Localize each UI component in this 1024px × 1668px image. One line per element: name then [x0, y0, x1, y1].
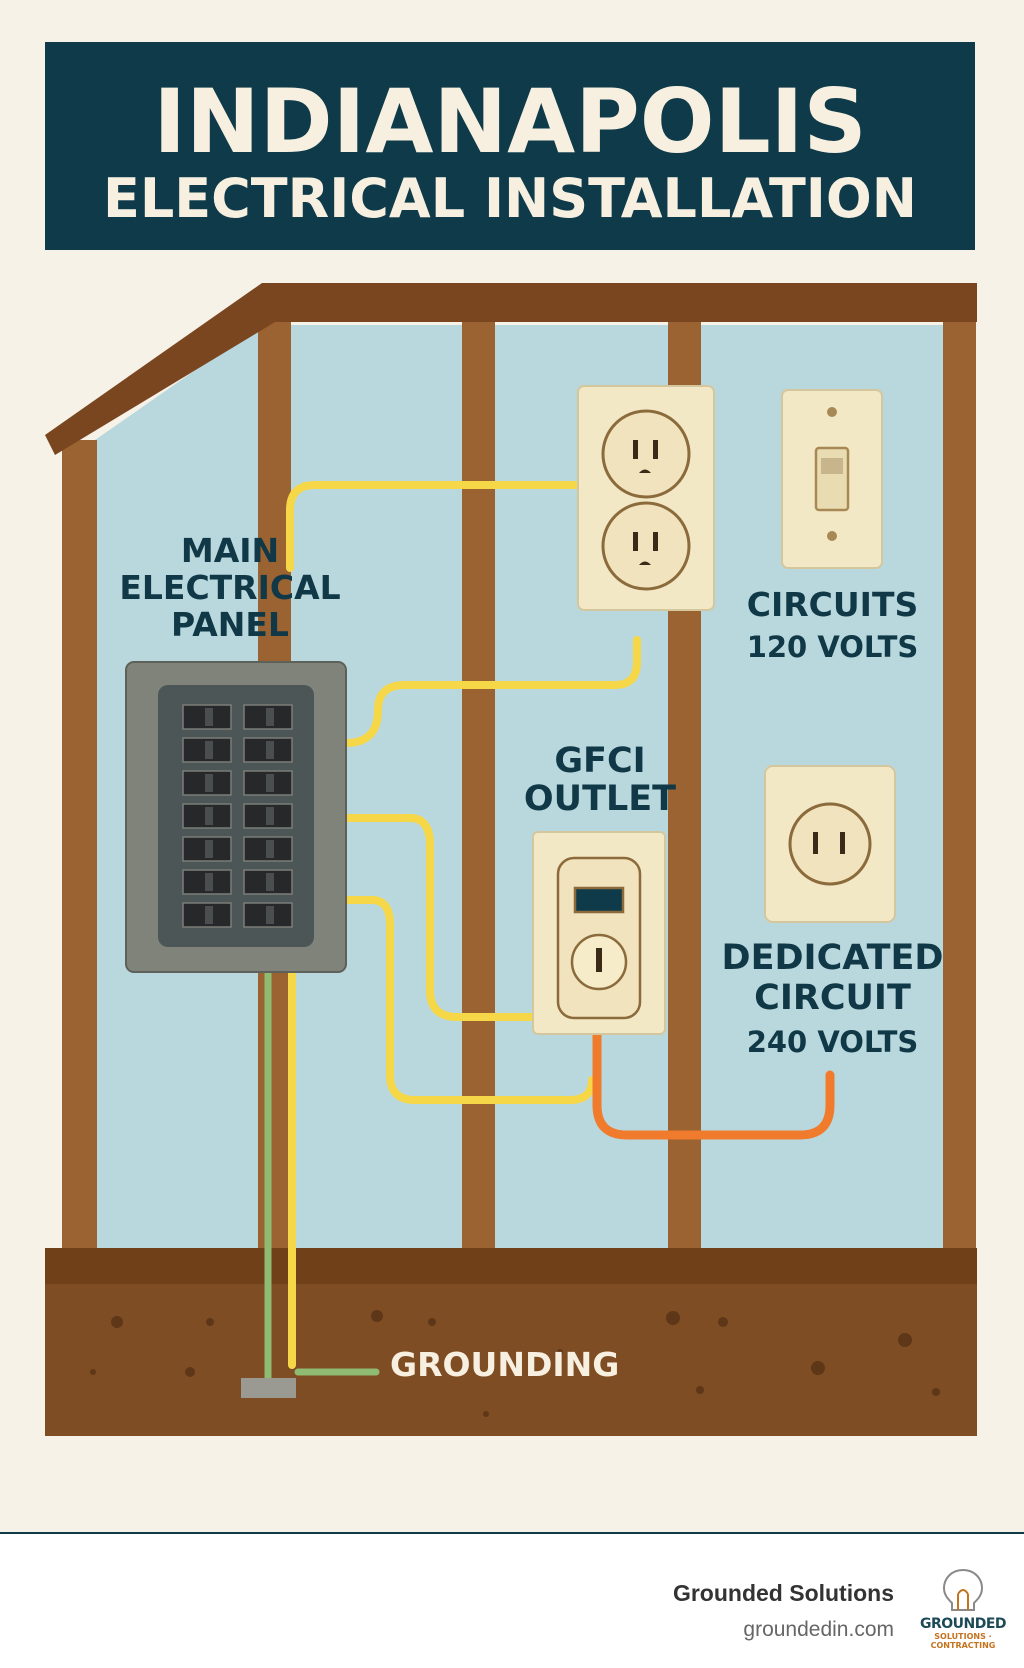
lightbulb-icon — [942, 1568, 984, 1611]
soil — [45, 1284, 977, 1436]
floor-plate — [45, 1248, 977, 1284]
panel-label-line1: MAIN — [180, 531, 280, 570]
gfci-label: GFCI OUTLET — [500, 742, 700, 818]
circuits-label: CIRCUITS 120 VOLTS — [730, 585, 935, 669]
gfci-outlet — [532, 831, 666, 1035]
dedicated-label-line1: DEDICATED — [721, 938, 944, 978]
stud-right — [943, 318, 976, 1250]
house-wiring-diagram — [45, 283, 977, 1436]
wall-background — [95, 325, 975, 1250]
footer: Grounded Solutions groundedin.com GROUND… — [0, 1532, 1024, 1668]
light-switch — [781, 389, 883, 569]
dedicated-label-line2: CIRCUIT — [754, 978, 911, 1018]
title-subtitle: ELECTRICAL INSTALLATION — [102, 167, 917, 230]
stud-left-outer — [62, 440, 97, 1250]
logo-subtitle: SOLUTIONS · CONTRACTING — [930, 1632, 996, 1650]
main-panel — [125, 661, 347, 973]
gfci-label-line1: GFCI — [554, 741, 646, 781]
gfci-label-line2: OUTLET — [523, 779, 677, 819]
duplex-outlet — [577, 385, 715, 611]
dedicated-label-volts: 240 VOLTS — [746, 1025, 919, 1059]
stud-2 — [462, 318, 495, 1250]
brand-name: Grounded Solutions — [672, 1580, 894, 1606]
wire-panel-to-gfci — [342, 814, 539, 1021]
dedicated-label: DEDICATED CIRCUIT 240 VOLTS — [715, 938, 950, 1066]
wire-panel-to-lower-duplex — [342, 636, 641, 747]
ground-rod-clamp — [241, 1378, 296, 1398]
circuits-label-title: CIRCUITS — [746, 585, 919, 624]
wire-panel-to-duplex — [286, 481, 584, 572]
roof-rafter — [45, 283, 977, 455]
grounding-label: GROUNDING — [390, 1345, 620, 1384]
panel-label-line3: PANEL — [171, 605, 289, 644]
logo-wordmark: GROUNDED — [919, 1616, 1007, 1632]
panel-label-line2: ELECTRICAL — [119, 568, 341, 607]
title-city: INDIANAPOLIS — [153, 70, 867, 173]
title-banner: INDIANAPOLIS ELECTRICAL INSTALLATION — [45, 42, 975, 250]
wire-dedicated — [592, 1029, 835, 1140]
panel-label: MAIN ELECTRICAL PANEL — [110, 532, 350, 643]
wire-panel-to-lower-loop — [342, 896, 596, 1104]
brand-logo: GROUNDED SOLUTIONS · CONTRACTING — [918, 1564, 1008, 1659]
soil-pebbles — [90, 1310, 940, 1417]
brand-url[interactable]: groundedin.com — [743, 1618, 894, 1641]
circuits-label-volts: 120 VOLTS — [746, 630, 919, 664]
breaker-handles — [205, 708, 274, 924]
dedicated-outlet — [764, 765, 896, 923]
